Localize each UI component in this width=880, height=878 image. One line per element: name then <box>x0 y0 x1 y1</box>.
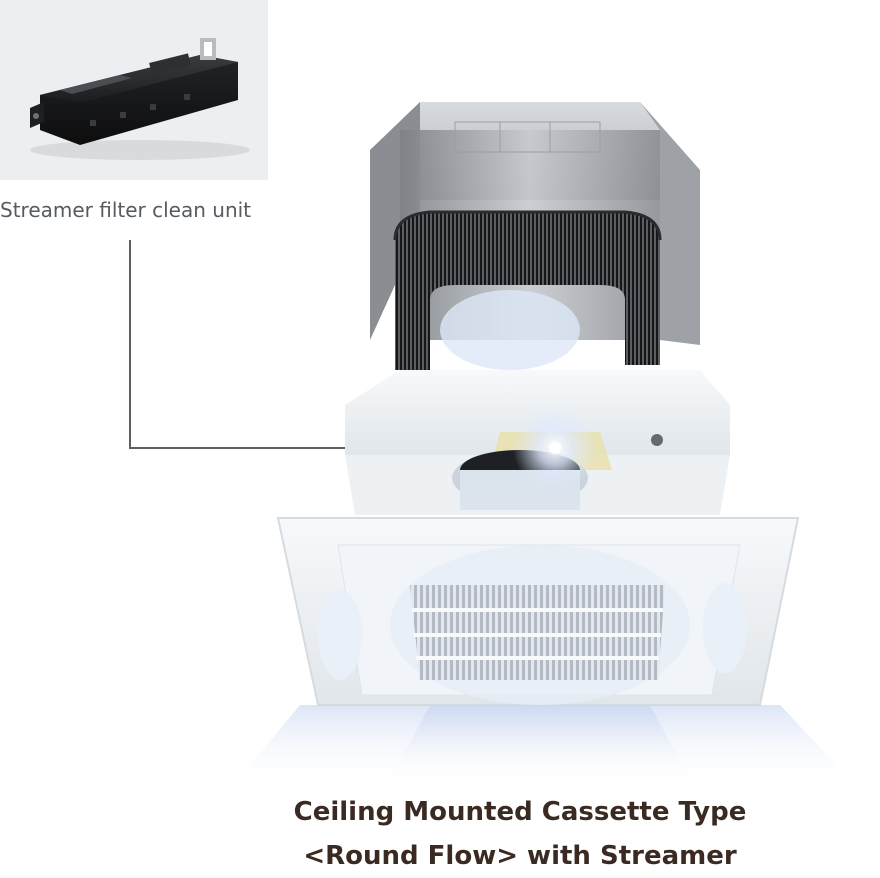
product-caption-line-1: Ceiling Mounted Cassette Type <box>293 797 747 827</box>
inset-label: Streamer filter clean unit <box>0 198 252 222</box>
streamer-unit-inset <box>0 0 268 180</box>
streamer-unit-illustration <box>30 38 250 160</box>
product-caption-line-2: <Round Flow> with Streamer <box>303 841 737 871</box>
